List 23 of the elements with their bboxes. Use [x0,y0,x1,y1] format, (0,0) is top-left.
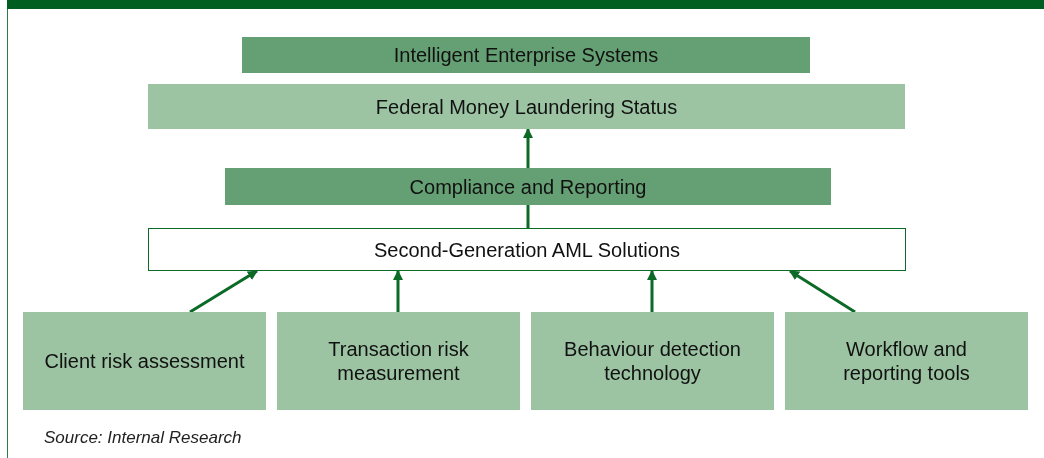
layer-box [148,84,905,129]
category-box [23,312,266,410]
layer-box [148,228,906,271]
box-label: Workflow and reporting tools [842,337,971,385]
source-caption: Source: Internal Research [44,428,242,448]
arrow [393,270,403,312]
arrow [189,269,258,314]
box-label: Transaction risk measurement [327,337,470,385]
box-label: Intelligent Enterprise Systems [393,43,659,67]
layer-box [242,37,810,73]
layer-box [225,168,831,205]
category-box [277,312,520,410]
category-box [785,312,1028,410]
connector-line [526,205,530,228]
arrow [523,128,533,168]
category-box [531,312,774,410]
box-label: Compliance and Reporting [409,174,647,199]
box-label: Second-Generation AML Solutions [373,237,681,262]
arrow [647,270,657,312]
box-label: Client risk assessment [44,349,245,373]
box-label: Federal Money Laundering Status [375,94,678,119]
arrow [789,269,856,314]
box-label: Behaviour detection technology [563,337,742,385]
